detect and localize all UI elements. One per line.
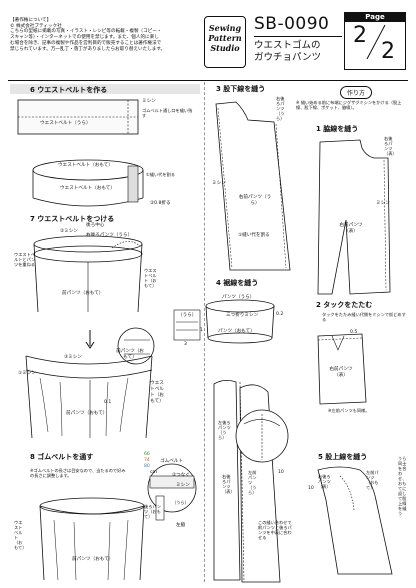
page-current: 2 [353,23,367,48]
page-number-box: Page 2 2 [344,12,406,70]
step-8-title: 8 ゴムベルトを通す [30,453,94,461]
step-8-note: ※ゴムベルトの長さは目安なので、当たるので好みの長さに調整します。 [30,468,126,479]
copyright-line-1: こちらの型紙に掲載の写真・イラスト・レシピ等の転載・複製（コピー・ [10,29,162,35]
step-4-title: 4 裾線を縫う [216,279,259,287]
how-to-label: 作り方 [340,86,373,99]
copyright-heading: 【著作権について】 [10,18,52,23]
step-2-note: タックをたたみ縫い代側をミシンで仮どめする [322,312,406,323]
step-7-title: 7 ウエストベルトをつける [30,215,115,223]
step-2-title: 2 タックをたたむ [316,301,373,309]
step-5-title: 5 股上線を縫う [318,453,368,461]
copyright-notice: 【著作権について】 © 株式会社ブティック社 こちらの型紙に掲載の写真・イラスト… [10,18,190,52]
step-6-title: 6 ウエストベルトを作る [30,86,108,94]
sewing-pattern-studio-logo: Sewing Pattern Studio [204,16,246,68]
pattern-code: SB-0090 [254,14,330,34]
how-to-note: ※ 縫い始める前に布端にジグザグミシンをかける（股上線、股下線、ポケット、脇線）… [296,100,402,111]
page-total: 2 [381,39,395,64]
step-1-title: 1 脇線を縫う [316,125,359,133]
copyright-line-3: む場合を除き、記事の複製や作品を営利目的で販売することは著作権法で [10,40,162,46]
step-2-footnote: ※左前パンツも同様。 [328,408,370,413]
copyright-line-4: 禁じられています。万一乱丁・落丁がありましたらお取り替えいたします。 [10,46,166,52]
page-label: Page [345,13,405,22]
step-3-title: 3 股下線を縫う [216,85,266,93]
copyright-company: © 株式会社ブティック社 [10,23,62,29]
pattern-title: ウエストゴムの ガウチョパンツ [254,40,321,63]
copyright-line-2: スキャン等）・インターネットでの使用を禁じます。また、個人的に楽し [10,35,159,41]
